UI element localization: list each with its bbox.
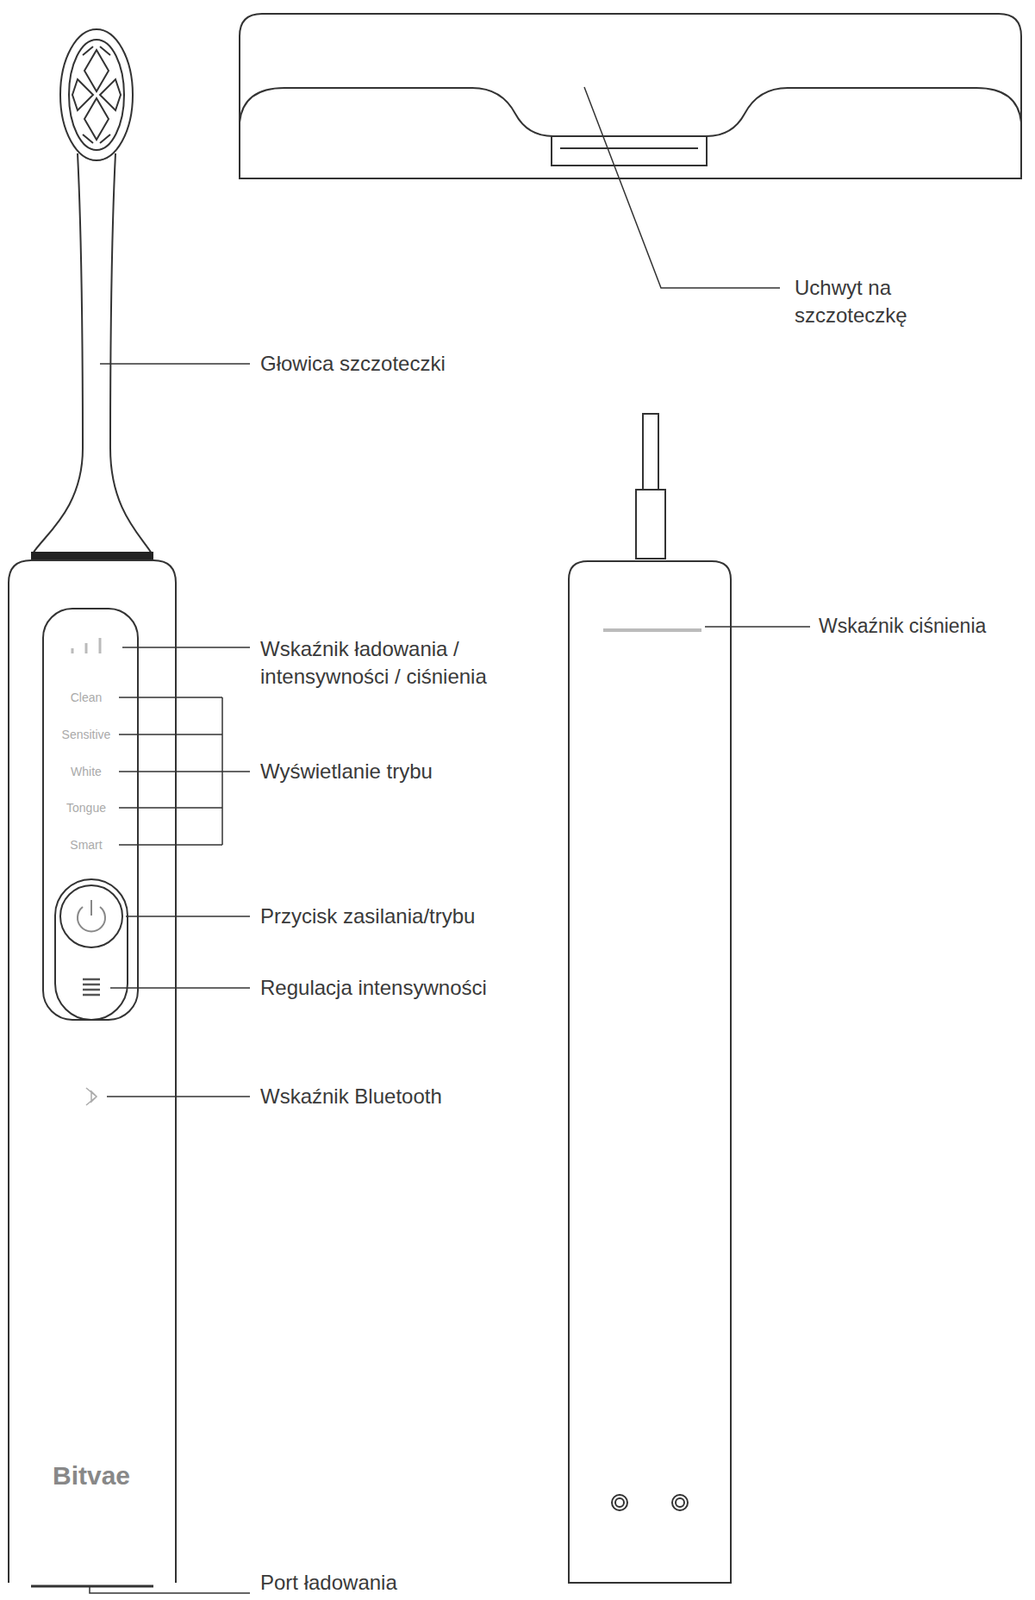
mode-name: Smart bbox=[69, 836, 102, 854]
part-label: Wskaźnik Bluetooth bbox=[260, 1082, 443, 1110]
part-label: Uchwyt na szczoteczkę bbox=[794, 274, 933, 331]
part-label: Przycisk zasilania/trybu bbox=[260, 902, 475, 930]
mode-name: Tongue bbox=[66, 799, 106, 817]
leader-lines bbox=[89, 647, 250, 1593]
brush-head bbox=[31, 29, 250, 560]
mode-name: Clean bbox=[70, 689, 103, 706]
brand-logo: Bitvae bbox=[52, 1458, 131, 1494]
handle-back bbox=[568, 413, 811, 1583]
brush-holder bbox=[239, 13, 1022, 288]
part-label: Wskaźnik ładowania / intensywności / ciś… bbox=[260, 635, 537, 692]
part-label: Wskaźnik ciśnienia bbox=[818, 612, 986, 640]
handle-front bbox=[8, 560, 250, 1593]
mode-name: White bbox=[70, 763, 102, 780]
part-label: Regulacja intensywności bbox=[260, 973, 487, 1002]
part-label: Wyświetlanie trybu bbox=[260, 757, 433, 786]
part-label: Port ładowania bbox=[260, 1568, 398, 1597]
part-label: Głowica szczoteczki bbox=[260, 349, 446, 378]
mode-name: Sensitive bbox=[62, 726, 112, 743]
